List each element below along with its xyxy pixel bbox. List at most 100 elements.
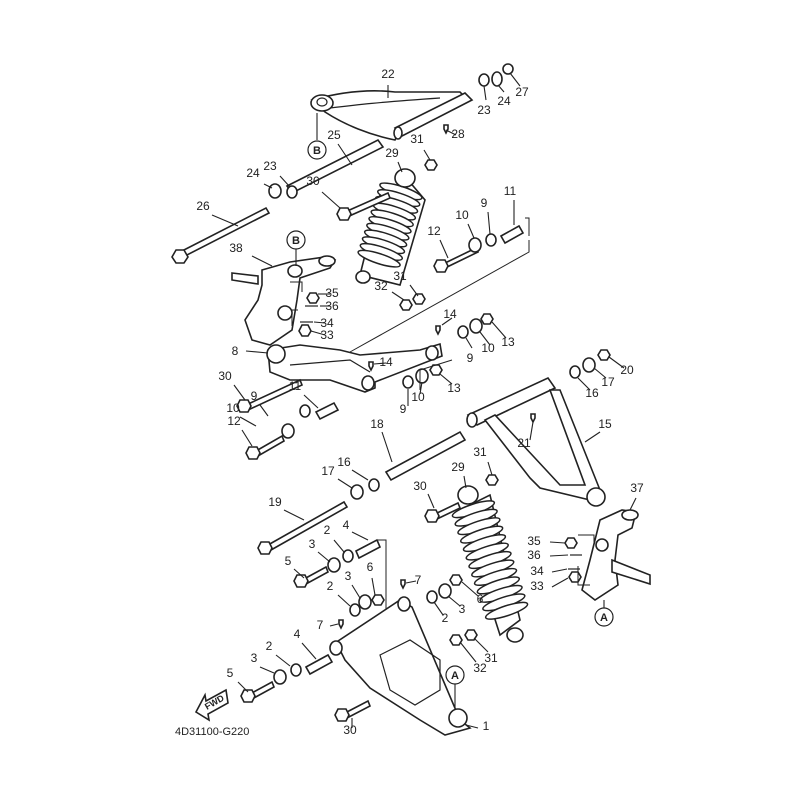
collar-25 [285, 138, 385, 195]
callout-31: 31 [393, 269, 419, 297]
callout-31: 31 [473, 637, 498, 665]
callout-leader [487, 211, 491, 235]
callout-number: 12 [227, 414, 241, 428]
callout-9: 9 [465, 337, 474, 365]
callout-number: 26 [196, 199, 210, 213]
callout-number: 3 [459, 602, 466, 616]
callout-number: 38 [229, 241, 243, 255]
callout-number: 6 [367, 560, 374, 574]
callout-leader [459, 641, 477, 663]
callout-leader [419, 381, 423, 395]
upper-arm-top [310, 90, 474, 141]
callout-leader [333, 539, 345, 553]
callout-number: 12 [427, 224, 441, 238]
shock-absorber-top [355, 168, 426, 286]
washer-24 [491, 71, 503, 87]
callout-number: 17 [321, 464, 335, 478]
callout-number: 32 [473, 661, 487, 675]
callout-34: 34 [313, 316, 334, 330]
callout-33: 33 [530, 577, 569, 593]
fwd-arrow-icon: FWD [194, 688, 229, 722]
callout-number: 9 [467, 351, 474, 365]
callout-leader [351, 531, 369, 541]
callout-number: 30 [218, 369, 232, 383]
bolt-12-mid-head [245, 446, 261, 460]
nut-13-a [480, 313, 494, 325]
callout-9: 9 [481, 196, 491, 235]
bolt-30-top-head [336, 207, 352, 221]
callout-leader [351, 584, 361, 599]
callout-number: 24 [246, 166, 260, 180]
washer-32-bottom [449, 634, 463, 646]
callout-6: 6 [367, 560, 376, 596]
callout-number: 4 [343, 518, 350, 532]
callout-3: 3 [309, 537, 331, 563]
steering-knuckle-37 [581, 509, 651, 601]
grease-nipple-14-b [368, 361, 374, 372]
bracket-bottom-left [378, 539, 387, 620]
callout-leader [551, 577, 569, 588]
callout-leader [233, 384, 246, 401]
callout-leader [465, 724, 479, 729]
bracket-knuckle-bottom [577, 534, 595, 586]
nut-6-a [371, 594, 385, 606]
callout-27: 27 [509, 72, 529, 99]
callout-24: 24 [497, 84, 511, 108]
callout-leader [259, 666, 275, 674]
callout-number: 7 [317, 618, 324, 632]
callout-number: 11 [289, 379, 302, 393]
callout-2: 2 [327, 579, 351, 607]
washer-10-mid [281, 423, 295, 439]
steering-knuckle-38 [231, 255, 337, 346]
callout-number: 2 [266, 639, 273, 653]
callout-leader [445, 129, 457, 136]
callout-30: 30 [343, 718, 357, 737]
nut-35-top [306, 292, 320, 304]
callout-number: 28 [451, 127, 465, 141]
callout-number: 3 [345, 569, 352, 583]
nut-35-bottom [564, 537, 578, 549]
callout-leader [329, 623, 339, 627]
callout-leader [467, 223, 475, 239]
callout-number: 34 [530, 564, 544, 578]
callout-number: 5 [285, 554, 292, 568]
washer-17-left [350, 484, 364, 500]
lower-arm-1 [329, 596, 472, 736]
callout-leader [441, 317, 453, 326]
grease-nipple-28 [443, 124, 449, 135]
bolt-5-bottom-head [240, 689, 256, 703]
bushing-16-right [569, 365, 581, 379]
callout-leader [371, 577, 376, 596]
collar-4-top [354, 538, 382, 560]
bushing-9-top [485, 233, 497, 247]
callout-leader [381, 431, 393, 463]
callout-leader [509, 72, 521, 87]
callout-number: 2 [327, 579, 334, 593]
reference-marker-b-knuckle: B [286, 230, 306, 266]
callout-3: 3 [345, 569, 361, 599]
callout-leader [427, 493, 435, 509]
callout-number: 16 [337, 455, 351, 469]
callout-leader [549, 541, 566, 544]
reference-marker-a-bottom: A [445, 665, 465, 708]
callout-30: 30 [218, 369, 246, 401]
bracket-lower-arm [419, 359, 453, 390]
callout-16: 16 [337, 455, 369, 481]
callout-leader [439, 239, 449, 259]
callout-number: 34 [320, 316, 334, 330]
callout-number: 18 [370, 417, 384, 431]
nut-31-bottom [485, 474, 499, 486]
bushing-9-b [402, 375, 414, 389]
callout-number: 29 [451, 460, 465, 474]
bushing-2-b [349, 603, 361, 617]
shock-absorber-bottom [451, 485, 529, 643]
washer-3-d [273, 669, 287, 685]
callout-number: 31 [410, 132, 424, 146]
washer-3-b [358, 594, 372, 610]
callout-leader [577, 377, 591, 391]
callout-number: 23 [263, 159, 277, 173]
callout-number: 37 [630, 481, 644, 495]
callout-leader [463, 475, 467, 489]
callout-leader [439, 373, 453, 385]
grease-nipple-21 [530, 413, 536, 424]
